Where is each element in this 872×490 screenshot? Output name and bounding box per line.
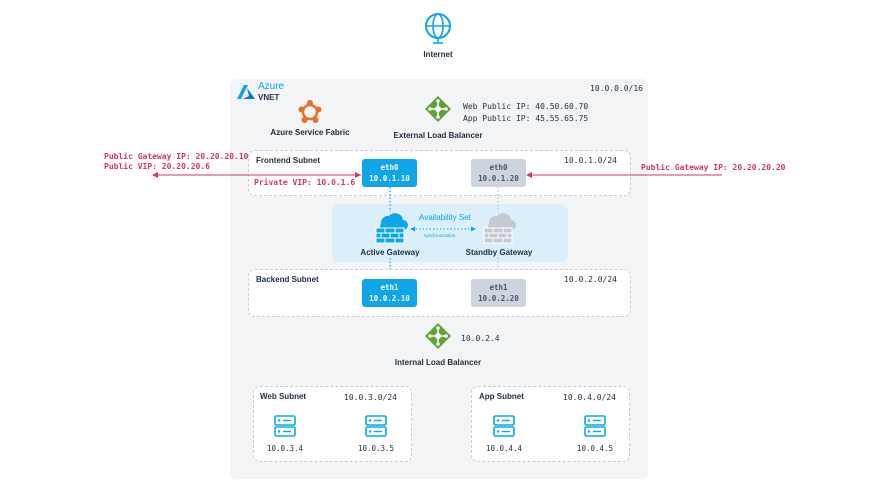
server-icon bbox=[493, 415, 515, 437]
external-lb-web-ip: Web Public IP: 40.50.60.70 bbox=[463, 102, 589, 111]
app-subnet-cidr: 10.0.4.0/24 bbox=[563, 393, 616, 402]
sync-label: synchronization bbox=[424, 233, 456, 238]
web-server-2-ip: 10.0.3.5 bbox=[357, 444, 395, 453]
globe-icon bbox=[425, 13, 451, 44]
left-public-vip: Public VIP: 20.20.20.6 bbox=[104, 162, 210, 171]
web-subnet-label: Web Subnet bbox=[260, 392, 307, 401]
active-eth0-nic[interactable]: eth0 10.0.1.10 bbox=[362, 159, 417, 187]
private-vip: Private VIP: 10.0.1.6 bbox=[254, 178, 356, 187]
vnet-title-line2: VNET bbox=[258, 93, 280, 102]
web-subnet-cidr: 10.0.3.0/24 bbox=[344, 393, 397, 402]
nic-ip: 10.0.1.10 bbox=[369, 174, 410, 183]
app-subnet bbox=[471, 386, 630, 462]
frontend-subnet-label: Frontend Subnet bbox=[256, 156, 320, 165]
frontend-subnet bbox=[248, 150, 631, 196]
internal-load-balancer-icon bbox=[425, 323, 451, 349]
standby-eth1-nic[interactable]: eth1 10.0.2.20 bbox=[471, 279, 526, 307]
app-server-1-ip: 10.0.4.4 bbox=[485, 444, 523, 453]
service-fabric-icon bbox=[298, 100, 322, 123]
nic-ip: 10.0.2.20 bbox=[478, 294, 519, 303]
nic-ip: 10.0.1.20 bbox=[478, 174, 519, 183]
nic-name: eth1 bbox=[489, 283, 508, 292]
nic-ip: 10.0.2.10 bbox=[369, 294, 410, 303]
external-lb-label: External Load Balancer bbox=[393, 131, 483, 140]
vnet-title-line1: Azure bbox=[258, 81, 285, 92]
firewall-icon-standby bbox=[483, 213, 516, 244]
internal-lb-label: Internal Load Balancer bbox=[394, 358, 482, 367]
firewall-icon bbox=[375, 213, 408, 244]
app-server-2-ip: 10.0.4.5 bbox=[576, 444, 614, 453]
load-balancer-icon bbox=[425, 96, 451, 122]
availability-set bbox=[332, 204, 568, 262]
backend-subnet-label: Backend Subnet bbox=[256, 275, 319, 284]
right-gateway-ip: Public Gateway IP: 20.20.20.20 bbox=[641, 163, 786, 172]
server-icon bbox=[274, 415, 296, 437]
vnet-cidr: 10.0.0.0/16 bbox=[590, 84, 643, 93]
nic-name: eth0 bbox=[489, 163, 508, 172]
standby-eth0-nic[interactable]: eth0 10.0.1.20 bbox=[471, 159, 526, 187]
active-gateway-label: Active Gateway bbox=[360, 248, 420, 257]
active-eth1-nic[interactable]: eth1 10.0.2.10 bbox=[362, 279, 417, 307]
left-gateway-ip: Public Gateway IP: 20.20.20.10 bbox=[104, 152, 249, 161]
internet-label: Internet bbox=[423, 50, 453, 59]
backend-subnet-cidr: 10.0.2.0/24 bbox=[564, 275, 617, 284]
service-fabric-label: Azure Service Fabric bbox=[270, 128, 350, 137]
nic-name: eth1 bbox=[380, 283, 399, 292]
backend-subnet bbox=[248, 269, 631, 317]
internal-lb-ip: 10.0.2.4 bbox=[461, 334, 500, 343]
frontend-subnet-cidr: 10.0.1.0/24 bbox=[564, 156, 617, 165]
azure-logo-icon bbox=[237, 85, 255, 99]
external-lb-app-ip: App Public IP: 45.55.65.75 bbox=[463, 114, 589, 123]
nic-name: eth0 bbox=[380, 163, 399, 172]
server-icon bbox=[365, 415, 387, 437]
standby-gateway-label: Standby Gateway bbox=[465, 248, 533, 257]
app-subnet-label: App Subnet bbox=[479, 392, 524, 401]
availability-set-label: Availability Set bbox=[419, 213, 471, 222]
server-icon bbox=[584, 415, 606, 437]
web-server-1-ip: 10.0.3.4 bbox=[266, 444, 304, 453]
